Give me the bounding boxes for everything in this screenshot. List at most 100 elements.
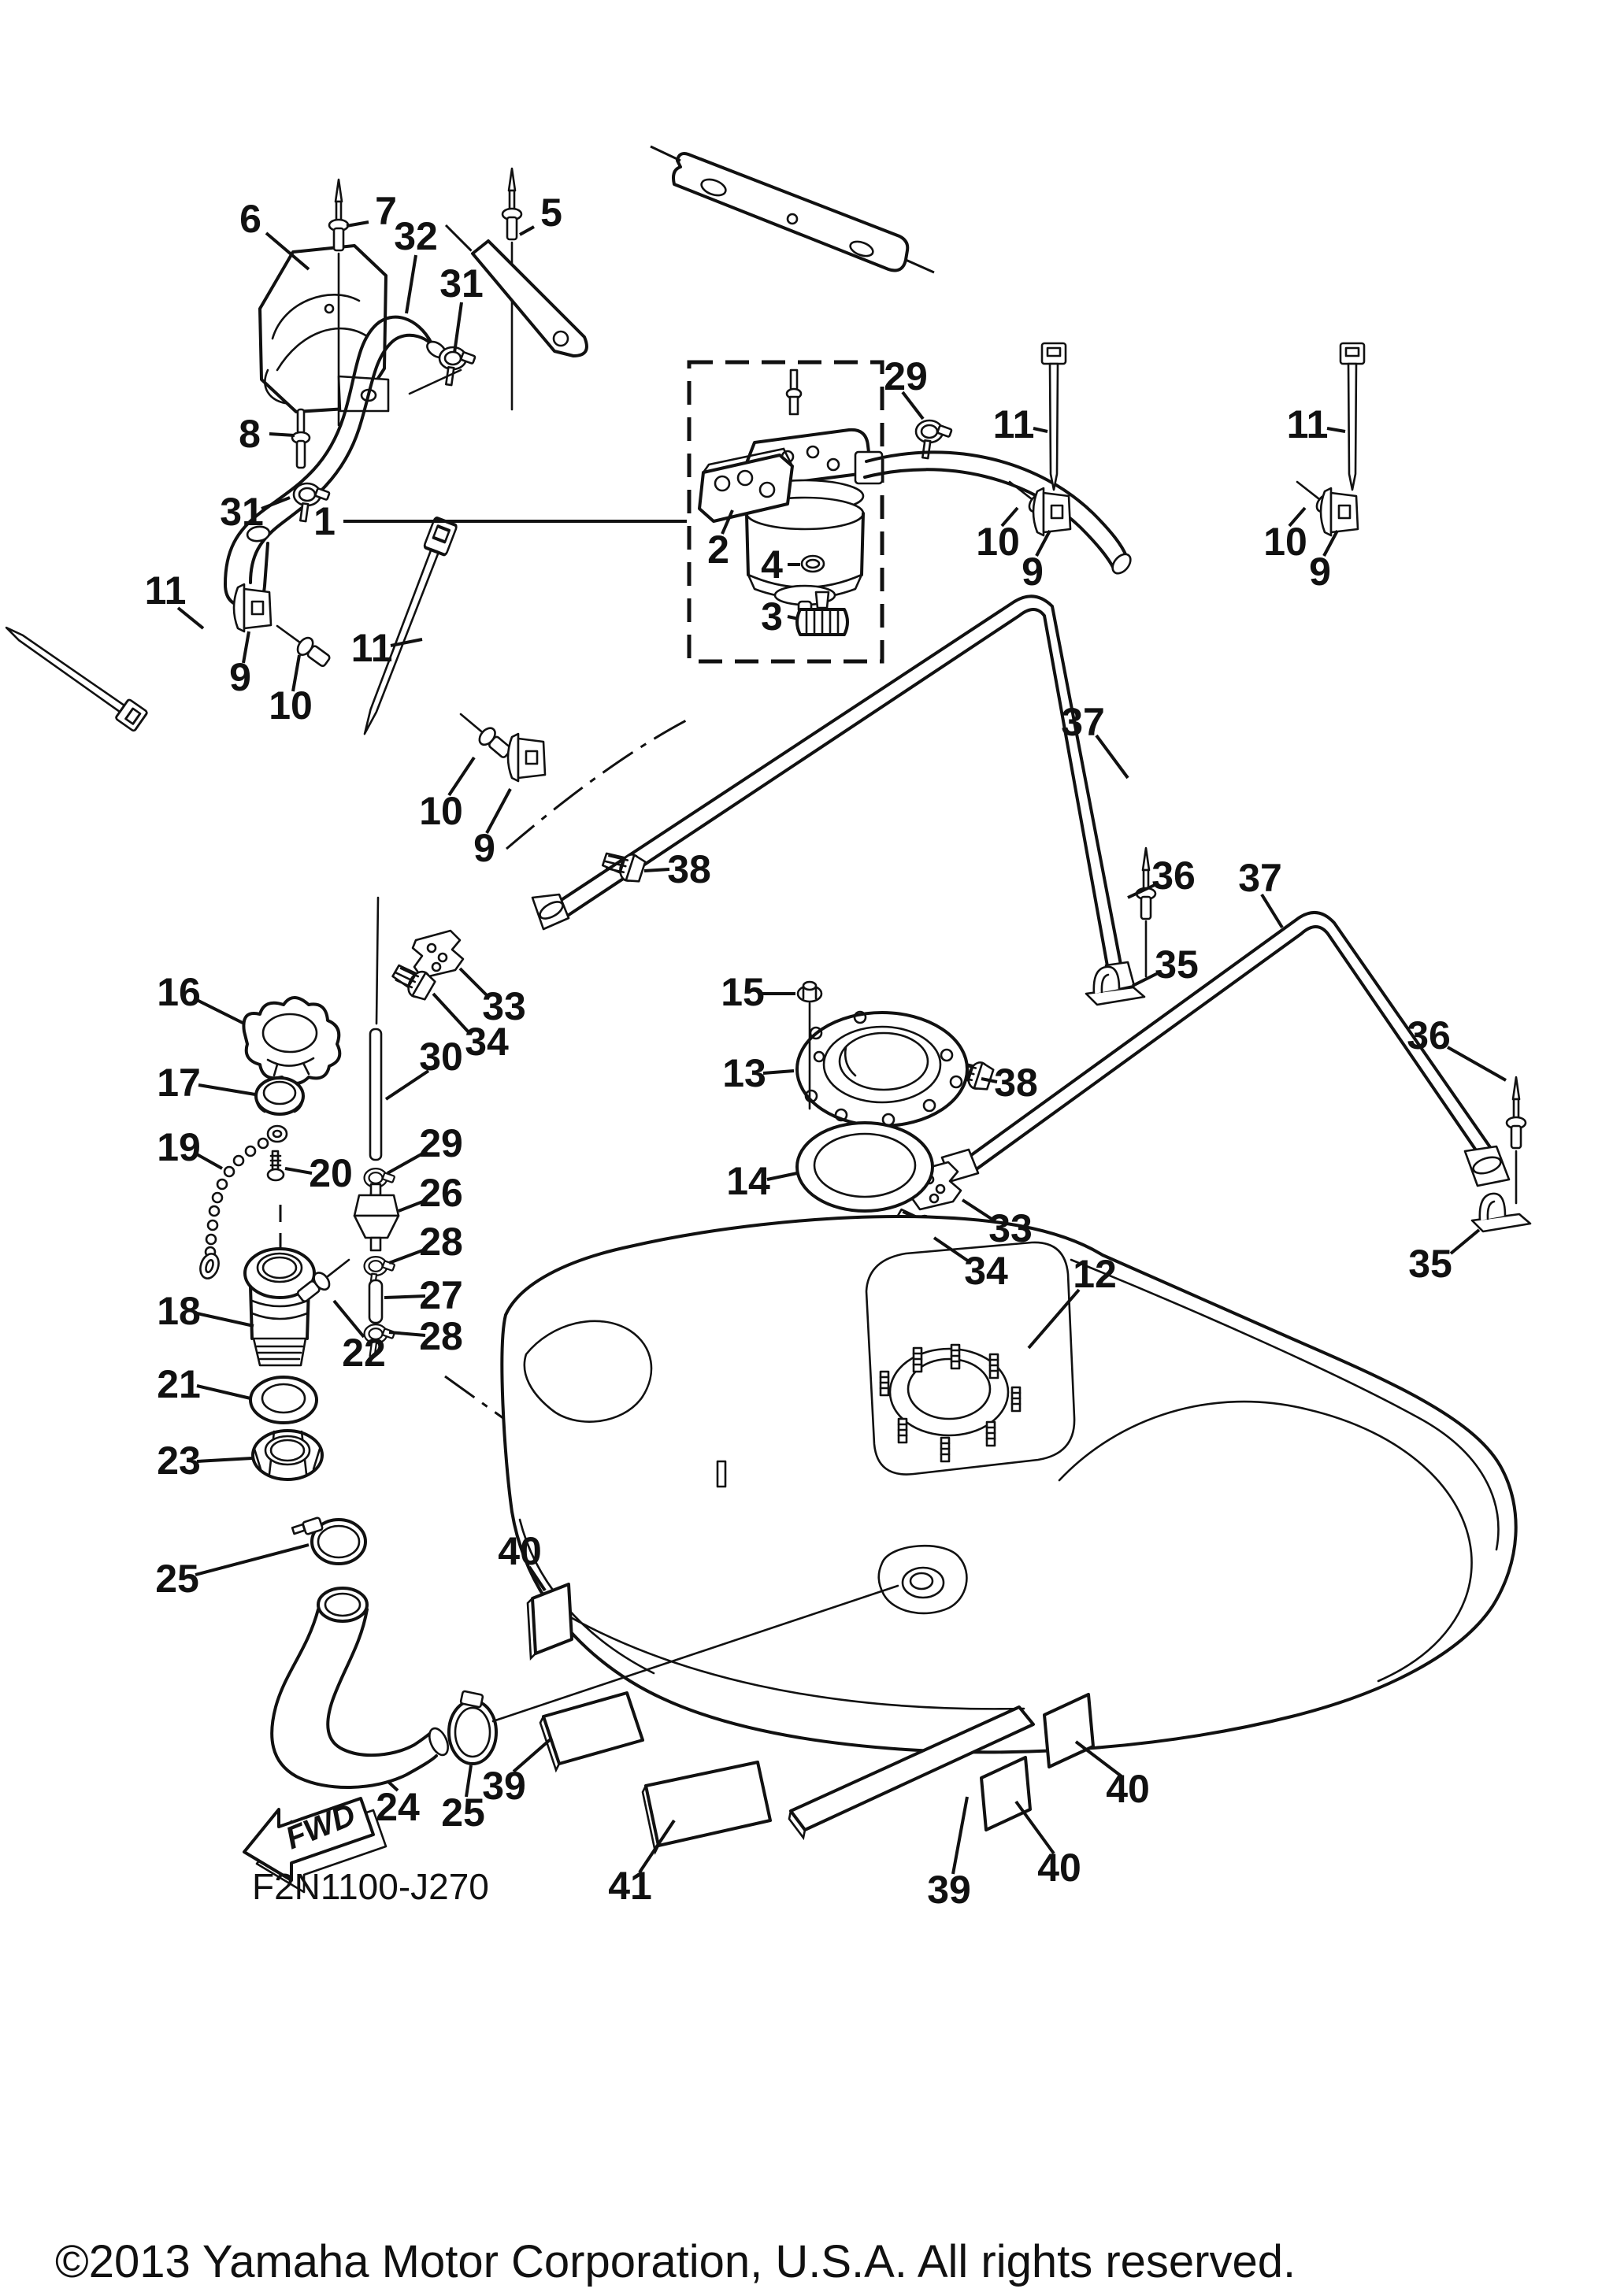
callout-label-11: 11 (1287, 402, 1329, 446)
callout-label-30: 30 (419, 1035, 463, 1079)
gauge-nut-15 (796, 980, 823, 1110)
anchor-clip-35-second (1470, 1192, 1532, 1233)
leader-line-7 (346, 220, 369, 228)
leader-line-28 (388, 1247, 428, 1265)
callout-label-29: 29 (419, 1121, 463, 1165)
leader-line-11 (1326, 427, 1346, 433)
leader-line-11 (176, 606, 205, 630)
leader-line-37 (1260, 893, 1284, 929)
fuel-cap-16 (242, 996, 342, 1085)
leader-line-21 (196, 1384, 251, 1400)
inline-filter-26 (353, 1183, 400, 1252)
callout-label-8: 8 (239, 412, 261, 456)
leader-line-3 (787, 615, 799, 620)
leader-line-19 (196, 1153, 223, 1170)
leader-line-10 (1288, 506, 1307, 528)
pad-41 (641, 1761, 772, 1855)
copyright-text: ©2013 Yamaha Motor Corporation, U.S.A. A… (55, 2236, 1296, 2287)
leader-line-36 (1447, 1046, 1507, 1082)
leader-line-38 (981, 1077, 998, 1083)
cap-gasket-17 (254, 1076, 305, 1116)
pad-40-middle (980, 1756, 1032, 1831)
callout-label-10: 10 (419, 789, 463, 833)
hose-clamp-25-lower (447, 1584, 899, 1765)
callout-label-25: 25 (441, 1791, 485, 1835)
callout-label-10: 10 (269, 683, 313, 728)
clip-9-right-2 (1319, 487, 1359, 537)
callout-label-41: 41 (608, 1864, 652, 1908)
clamp-31-upper (438, 346, 476, 387)
tank-strap-37-first (531, 594, 1136, 992)
vent-tube-30 (369, 896, 383, 1161)
callout-label-25: 25 (155, 1557, 199, 1601)
callout-label-9: 9 (229, 655, 251, 699)
callout-label-13: 13 (722, 1051, 766, 1095)
anchor-pin-36-second (1505, 1076, 1527, 1205)
callout-label-10: 10 (1263, 520, 1307, 564)
callout-label-38: 38 (667, 847, 711, 891)
callout-label-20: 20 (309, 1151, 353, 1195)
callout-label-23: 23 (157, 1439, 201, 1483)
filler-neck-18 (243, 1247, 316, 1367)
cover-pin-7 (328, 178, 350, 427)
callout-label-6: 6 (239, 197, 261, 241)
callout-label-39: 39 (927, 1868, 971, 1912)
pin-8 (291, 408, 311, 469)
callout-label-12: 12 (1073, 1252, 1117, 1296)
callout-label-27: 27 (419, 1273, 463, 1317)
leader-line-13 (762, 1069, 795, 1075)
leader-line-32 (405, 254, 417, 314)
callout-label-35: 35 (1408, 1242, 1452, 1286)
callout-label-18: 18 (157, 1289, 201, 1333)
leader-line-10 (291, 654, 301, 692)
callout-label-15: 15 (721, 970, 765, 1014)
leader-line-17 (198, 1083, 256, 1096)
leader-line-35 (1132, 972, 1159, 987)
pad-39-right (788, 1705, 1035, 1841)
callout-label-2: 2 (707, 528, 729, 572)
cable-tie-11-left (0, 617, 149, 733)
leader-line-16 (196, 998, 245, 1025)
leader-line-39 (512, 1737, 553, 1773)
callout-label-33: 33 (988, 1206, 1033, 1250)
leader-line-9 (485, 788, 512, 834)
gauge-gasket-14 (795, 1121, 934, 1213)
leader-line-25 (465, 1765, 473, 1798)
callout-label-9: 9 (1022, 550, 1044, 594)
leader-line-18 (196, 1312, 254, 1328)
fuel-gauge-flange-13 (795, 1010, 969, 1128)
callout-label-26: 26 (419, 1171, 463, 1215)
leader-line-10 (447, 756, 476, 797)
leader-line-9 (1035, 530, 1051, 557)
leader-line-22 (332, 1299, 365, 1339)
chain-screw-20 (266, 1150, 285, 1182)
leader-line-29 (387, 1150, 428, 1175)
callout-label-4: 4 (761, 543, 783, 587)
callout-label-22: 22 (342, 1331, 386, 1375)
leader-line-40 (1014, 1800, 1055, 1855)
callout-label-36: 36 (1407, 1013, 1451, 1057)
callout-label-19: 19 (157, 1125, 201, 1169)
callout-label-11: 11 (993, 402, 1035, 446)
joint-tube-27 (368, 1279, 384, 1324)
filler-hose-24 (270, 1587, 450, 1790)
callout-label-9: 9 (473, 826, 495, 870)
leader-line-9 (1322, 530, 1339, 557)
callout-label-3: 3 (761, 594, 783, 639)
clip-9-right-1 (1032, 487, 1072, 537)
leader-line-6 (265, 231, 310, 271)
leader-line-38 (643, 868, 670, 872)
leader-line-34 (432, 992, 471, 1035)
callout-label-21: 21 (157, 1362, 201, 1406)
callout-label-37: 37 (1238, 856, 1282, 900)
leader-line-35 (1449, 1228, 1481, 1255)
fwd-arrow-icon: FWD (243, 1797, 387, 1894)
callout-label-32: 32 (394, 214, 438, 258)
leader-line-27 (384, 1294, 426, 1299)
leader-line-40 (528, 1565, 547, 1592)
leader-line-14 (766, 1172, 798, 1181)
leader-line-37 (1095, 734, 1129, 780)
leader-line-31 (453, 302, 463, 354)
neck-washer-21 (249, 1376, 318, 1424)
